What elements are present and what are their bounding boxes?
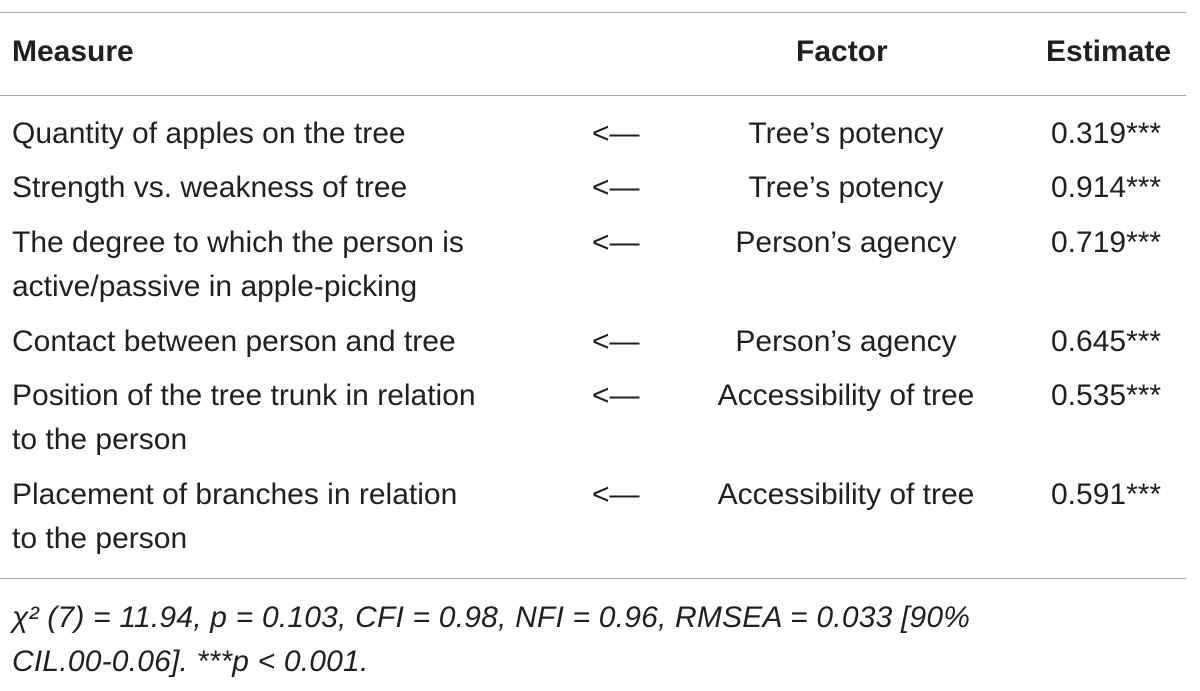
header-rule bbox=[0, 95, 1186, 96]
row-3-arrow: <— bbox=[592, 226, 640, 259]
row-6-factor: Accessibility of tree bbox=[717, 478, 975, 511]
row-5-factor: Accessibility of tree bbox=[717, 379, 975, 412]
row-2-measure: Strength vs. weakness of tree bbox=[12, 171, 408, 204]
header-factor: Factor bbox=[796, 35, 888, 68]
footnote-line-2: CIL.00-0.06]. ***p < 0.001. bbox=[12, 645, 369, 678]
row-6-measure-line-2: to the person bbox=[12, 522, 188, 555]
row-1-factor: Tree’s potency bbox=[748, 117, 944, 150]
row-3-measure-line-1: The degree to which the person is bbox=[12, 226, 464, 259]
row-5-measure-line-1: Position of the tree trunk in relation bbox=[12, 379, 476, 412]
table-top-rule bbox=[0, 12, 1186, 13]
row-4-arrow: <— bbox=[592, 325, 640, 358]
row-1-arrow: <— bbox=[592, 117, 640, 150]
row-6-measure-line-1: Placement of branches in relation bbox=[12, 478, 458, 511]
header-estimate: Estimate bbox=[1046, 35, 1172, 68]
row-2-estimate: 0.914*** bbox=[1051, 171, 1162, 204]
row-2-arrow: <— bbox=[592, 171, 640, 204]
table-bottom-rule bbox=[0, 578, 1186, 579]
row-6-arrow: <— bbox=[592, 478, 640, 511]
row-5-arrow: <— bbox=[592, 379, 640, 412]
row-5-measure-line-2: to the person bbox=[12, 423, 188, 456]
row-1-estimate: 0.319*** bbox=[1051, 117, 1162, 150]
row-6-estimate: 0.591*** bbox=[1051, 478, 1162, 511]
row-2-factor: Tree’s potency bbox=[748, 171, 944, 204]
row-5-estimate: 0.535*** bbox=[1051, 379, 1162, 412]
row-1-measure: Quantity of apples on the tree bbox=[12, 117, 406, 150]
row-3-measure-line-2: active/passive in apple-picking bbox=[12, 270, 418, 303]
row-4-factor: Person’s agency bbox=[735, 325, 957, 358]
row-4-measure: Contact between person and tree bbox=[12, 325, 456, 358]
row-3-factor: Person’s agency bbox=[735, 226, 957, 259]
table-footnote: χ² (7) = 11.94, p = 0.103, CFI = 0.98, N… bbox=[12, 596, 1186, 684]
row-4-estimate: 0.645*** bbox=[1051, 325, 1162, 358]
header-measure: Measure bbox=[12, 35, 134, 68]
row-3-estimate: 0.719*** bbox=[1051, 226, 1162, 259]
footnote-line-1: χ² (7) = 11.94, p = 0.103, CFI = 0.98, N… bbox=[12, 601, 971, 634]
